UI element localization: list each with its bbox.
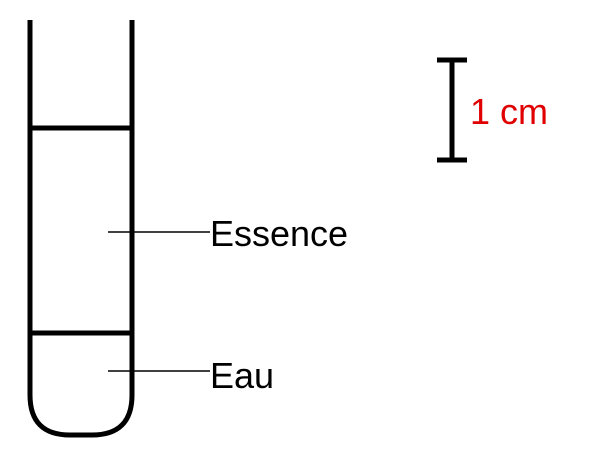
test-tube-outline (27, 20, 135, 438)
water-label: Eau (210, 355, 274, 396)
scale-label: 1 cm (470, 91, 548, 132)
scale-bar (437, 57, 467, 163)
essence-label: Essence (210, 213, 348, 254)
